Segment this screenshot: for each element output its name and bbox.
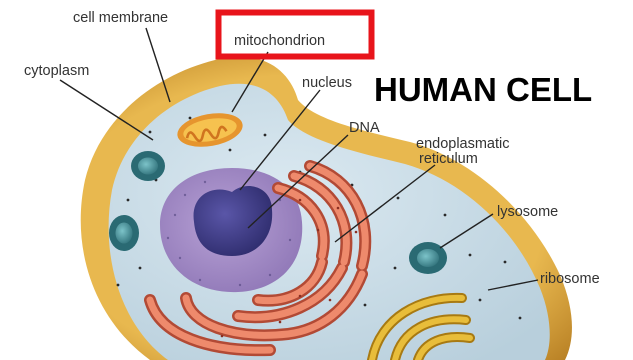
label-mitochondrion: mitochondrion: [234, 33, 325, 49]
label-er-line1: endoplasmatic: [416, 136, 510, 152]
label-lysosome: lysosome: [497, 204, 558, 220]
label-cytoplasm: cytoplasm: [24, 63, 89, 79]
page-title: HUMAN CELL: [374, 71, 592, 108]
label-dna: DNA: [349, 120, 380, 136]
label-er-line2: reticulum: [419, 151, 478, 167]
lysosome-left-bottom: [109, 215, 139, 251]
label-nucleus: nucleus: [302, 75, 352, 91]
label-cell-membrane: cell membrane: [73, 10, 168, 26]
lysosome-left-top: [131, 151, 165, 181]
label-ribosome: ribosome: [540, 271, 600, 287]
